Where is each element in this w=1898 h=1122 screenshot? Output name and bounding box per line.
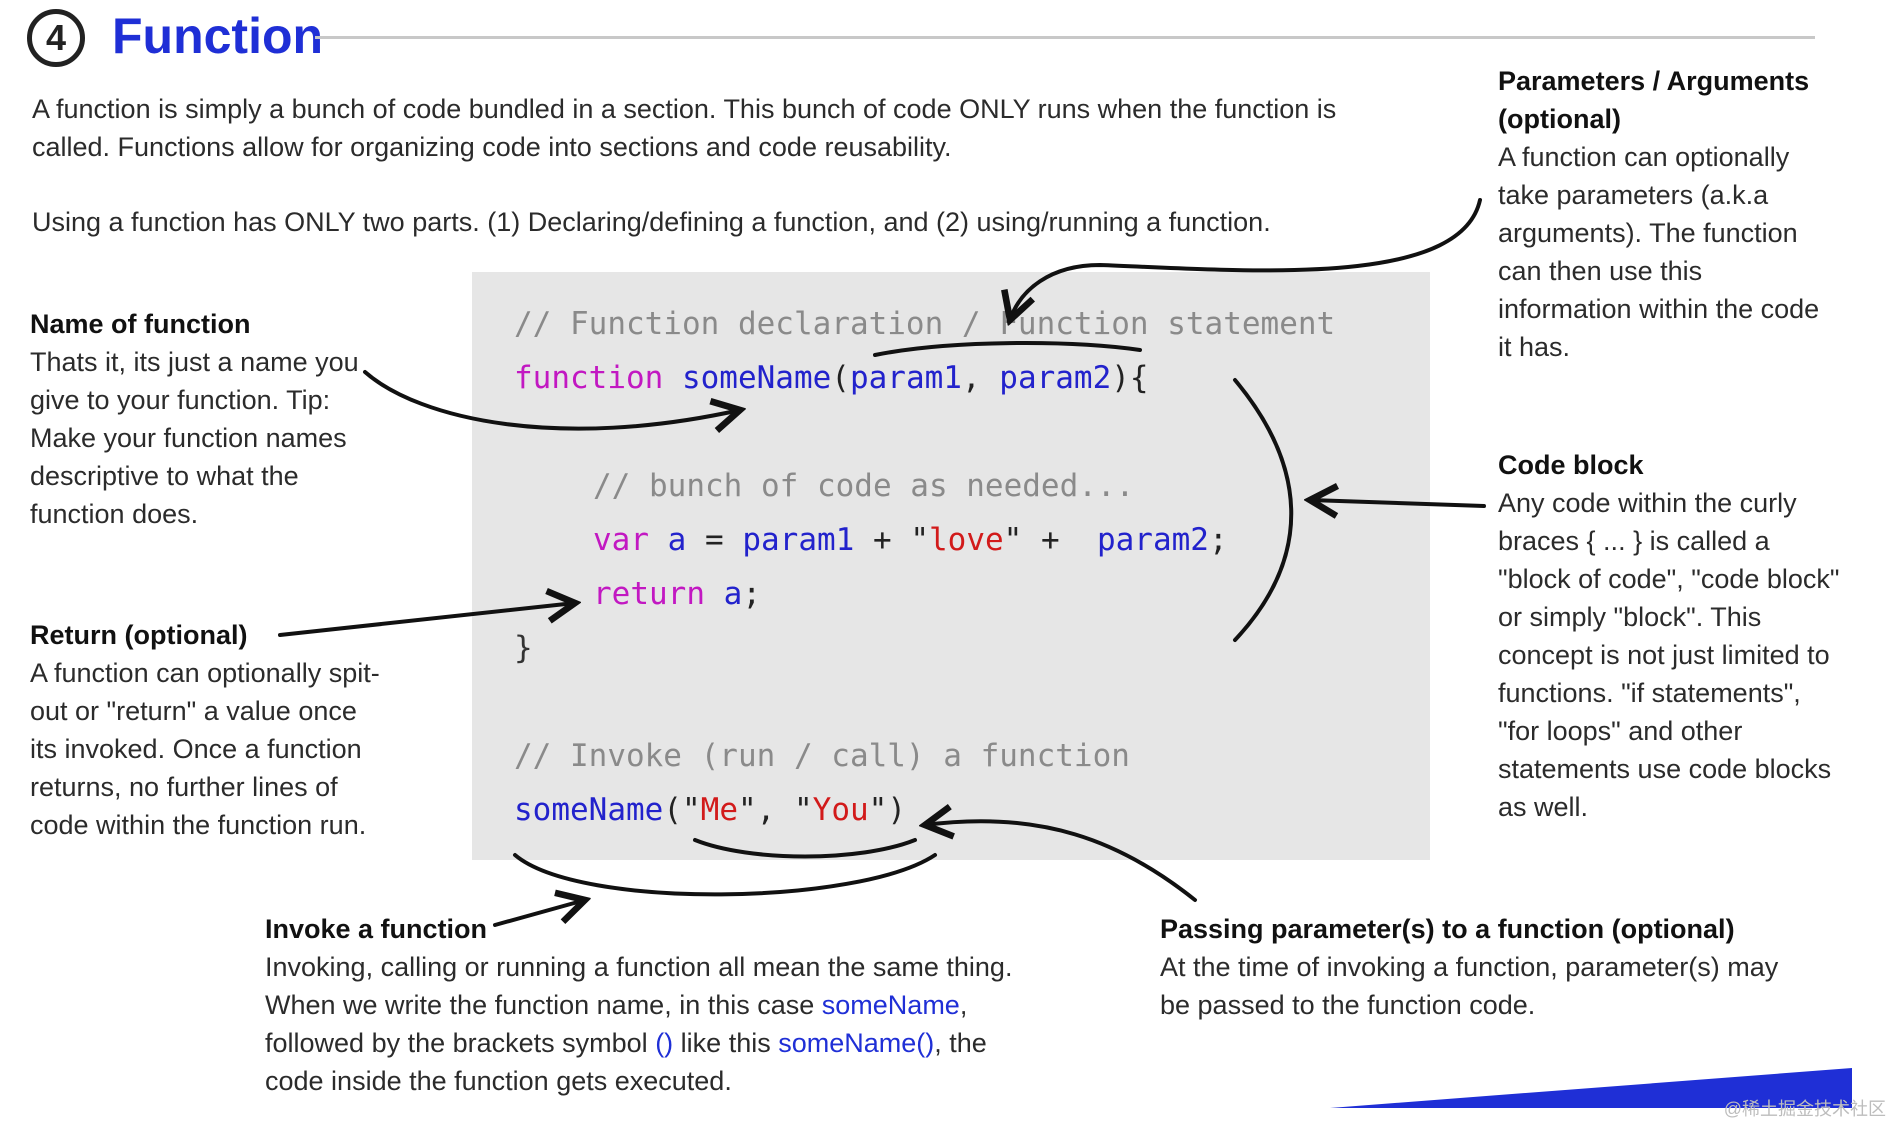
annotation-name-of-function: Name of function Thats it, its just a na… bbox=[30, 305, 380, 533]
param-1: param1 bbox=[849, 360, 962, 396]
semicolon: ; bbox=[1208, 522, 1228, 558]
param-2: param2 bbox=[999, 360, 1112, 396]
code-line-return: return a; bbox=[593, 574, 761, 614]
code-line-declaration: function someName(param1, param2){ bbox=[514, 358, 1149, 398]
quote: " bbox=[737, 792, 757, 828]
section-number: 4 bbox=[45, 17, 67, 58]
annotation-body: Invoking, calling or running a function … bbox=[265, 948, 1025, 1100]
keyword-function: function bbox=[514, 360, 664, 396]
equals: = bbox=[686, 522, 743, 558]
plus-2: + bbox=[1022, 522, 1097, 558]
invoke-text-start: Invoking, calling or running a function … bbox=[265, 952, 1013, 1020]
paren-close: ) bbox=[887, 792, 906, 828]
keyword-var: var bbox=[593, 522, 649, 558]
string-you: You bbox=[812, 792, 869, 828]
annotation-invoke: Invoke a function Invoking, calling or r… bbox=[265, 910, 1025, 1100]
annotation-title: Passing parameter(s) to a function (opti… bbox=[1160, 914, 1735, 944]
section-number-badge: 4 bbox=[27, 9, 85, 67]
brackets-highlight: () bbox=[655, 1028, 674, 1058]
annotation-parameters: Parameters / Arguments (optional) A func… bbox=[1498, 62, 1838, 366]
param-2-ref: param2 bbox=[1096, 522, 1209, 558]
function-name: someName bbox=[681, 360, 832, 396]
comment-text: // Function declaration / Function state… bbox=[514, 306, 1336, 342]
var-a: a bbox=[667, 522, 687, 558]
annotation-title: Code block bbox=[1498, 450, 1644, 480]
annotation-body: A function can optionally take parameter… bbox=[1498, 142, 1820, 362]
param-1-ref: param1 bbox=[742, 522, 855, 558]
quote-close: " bbox=[1003, 522, 1023, 558]
quote: " bbox=[681, 792, 701, 828]
invoke-text-end: , the code inside the function gets exec… bbox=[265, 1028, 987, 1096]
invoke-bracket bbox=[513, 853, 937, 897]
annotation-return: Return (optional) A function can optiona… bbox=[30, 616, 380, 844]
watermark: @稀土掘金技术社区 bbox=[1723, 1099, 1886, 1119]
page-title: Function bbox=[112, 8, 324, 64]
code-line-invoke: someName("Me", "You") bbox=[514, 790, 906, 830]
code-comment-declaration: // Function declaration / Function state… bbox=[514, 304, 1335, 344]
semicolon: ; bbox=[742, 576, 761, 612]
quote-open: " bbox=[910, 522, 929, 558]
comma: , bbox=[961, 360, 1000, 396]
quote: " bbox=[868, 792, 888, 828]
annotation-passing-parameters: Passing parameter(s) to a function (opti… bbox=[1160, 910, 1800, 1024]
function-name-highlight: someName bbox=[821, 990, 960, 1020]
comment-text: // Invoke (run / call) a function bbox=[514, 738, 1130, 774]
paren-open: ( bbox=[831, 360, 850, 396]
title-divider bbox=[315, 36, 1815, 39]
code-comment-invoke: // Invoke (run / call) a function bbox=[514, 736, 1130, 776]
comma: , bbox=[756, 792, 794, 828]
quote: " bbox=[793, 792, 813, 828]
plus-1: + bbox=[854, 522, 911, 558]
keyword-return: return bbox=[593, 576, 705, 612]
annotation-code-block: Code block Any code within the curly bra… bbox=[1498, 446, 1848, 826]
function-call-highlight: someName() bbox=[778, 1028, 935, 1058]
annotation-body: Any code within the curly braces { ... }… bbox=[1498, 488, 1840, 822]
annotation-body: A function can optionally spit-out or "r… bbox=[30, 658, 380, 840]
invoke-text-mid2: like this bbox=[673, 1028, 779, 1058]
paren-close-brace: ){ bbox=[1111, 360, 1149, 396]
annotation-title: Invoke a function bbox=[265, 914, 488, 944]
return-a: a bbox=[723, 576, 743, 612]
intro-paragraph-1: A function is simply a bunch of code bun… bbox=[32, 94, 1337, 162]
code-comment-body: // bunch of code as needed... bbox=[593, 466, 1134, 506]
intro-paragraph-2: Using a function has ONLY two parts. (1)… bbox=[32, 207, 1271, 237]
comment-text: // bunch of code as needed... bbox=[593, 468, 1135, 504]
annotation-body: At the time of invoking a function, para… bbox=[1160, 952, 1779, 1020]
annotation-body: Thats it, its just a name you give to yo… bbox=[30, 347, 359, 529]
paren-open: ( bbox=[663, 792, 682, 828]
invoke-text-mid: , followed by the brackets symbol bbox=[265, 990, 968, 1058]
invoke-function-name: someName bbox=[514, 792, 664, 828]
string-love: love bbox=[929, 522, 1004, 558]
string-me: Me bbox=[700, 792, 738, 828]
annotation-title: Name of function bbox=[30, 309, 251, 339]
code-closing-brace: } bbox=[514, 630, 533, 666]
code-line-var: var a = param1 + "love" + param2; bbox=[593, 520, 1228, 560]
annotation-title: Return (optional) bbox=[30, 620, 248, 650]
annotation-title: Parameters / Arguments (optional) bbox=[1498, 66, 1810, 134]
